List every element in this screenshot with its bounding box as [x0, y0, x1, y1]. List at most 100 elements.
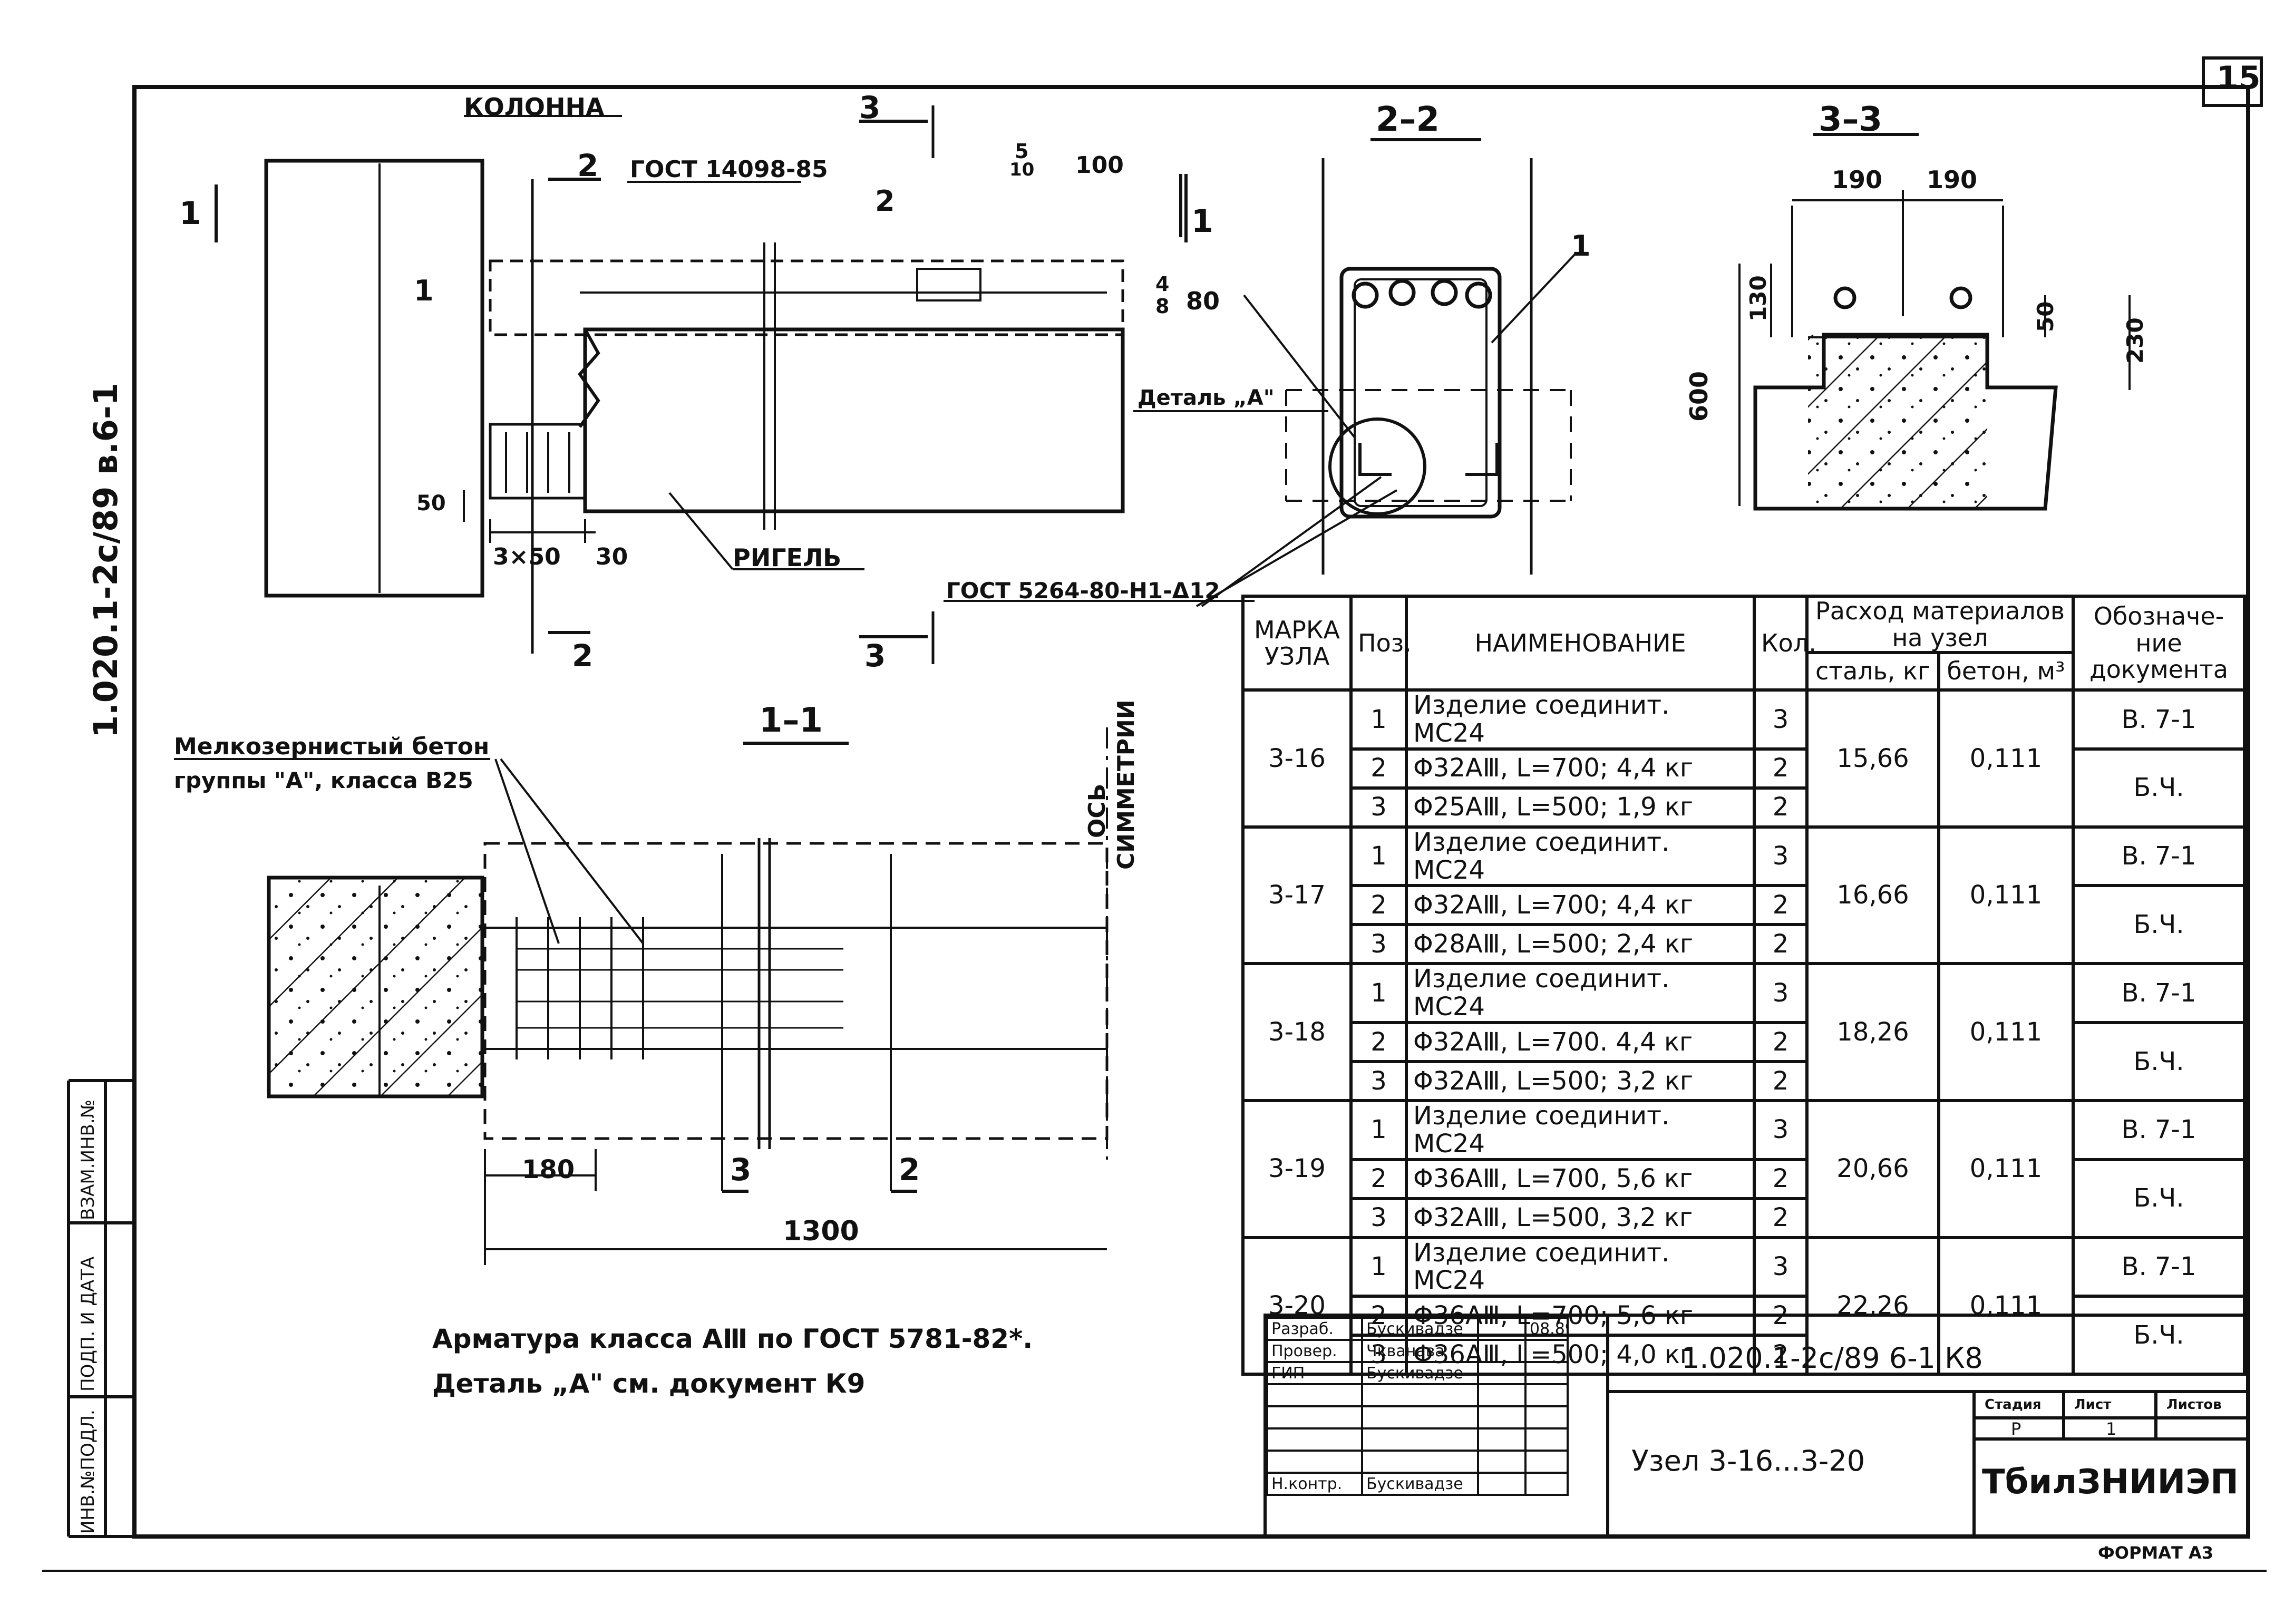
- signature-role: Н.контр.: [1266, 1472, 1363, 1496]
- signature-date: [1524, 1361, 1569, 1385]
- dim-600: 600: [1685, 371, 1713, 422]
- concrete-consumption: 0,111: [1937, 1098, 2075, 1239]
- dim-190-left: 190: [1832, 166, 1883, 194]
- item-name-cell: Φ32АⅢ, L=700; 4,4 кг: [1405, 747, 1756, 790]
- header-consumption: Расход материалов на узел: [1805, 594, 2075, 655]
- drawing-title: Узел 3-16...3-20: [1631, 1444, 1865, 1477]
- quantity-cell: 3: [1753, 688, 1809, 751]
- elevation-view: [215, 105, 1255, 664]
- cut-mark-1-left: 1: [179, 195, 201, 232]
- position-cell: 2: [1349, 747, 1408, 790]
- signature-role: [1266, 1450, 1363, 1474]
- item-name-cell: Φ25АⅢ, L=500; 1,9 кг: [1405, 786, 1756, 829]
- position-cell: 2: [1349, 884, 1408, 927]
- sheet-frame: [42, 56, 2267, 1572]
- signature-name: [1361, 1405, 1479, 1429]
- steel-consumption: 15,66: [1805, 688, 1940, 829]
- document-reference: Б.Ч.: [2072, 1295, 2246, 1376]
- signature-name: Чкванава: [1361, 1339, 1479, 1363]
- dim-50-section: 50: [2033, 301, 2058, 332]
- stage-value: Р: [2011, 1419, 2021, 1439]
- header-concrete: бетон, м³: [1937, 651, 2075, 692]
- note-detail-reference: Деталь „А" см. документ К9: [432, 1368, 866, 1399]
- item-name-cell: Φ32АⅢ, L=700; 4,4 кг: [1405, 884, 1756, 927]
- signature-role: [1266, 1427, 1363, 1452]
- quantity-cell: 3: [1753, 1098, 1809, 1161]
- section-3-3: [1738, 133, 2131, 511]
- concrete-consumption: 0,111: [1937, 825, 2075, 966]
- signature-date: [1524, 1383, 1569, 1407]
- position-cell: 3: [1349, 1197, 1408, 1239]
- weld-top-len: 100: [1075, 152, 1124, 179]
- unit-mark: 3-18: [1241, 962, 1353, 1102]
- item-name-cell: Изделие соединит. МС24: [1405, 688, 1756, 751]
- side-stamp-sign-date: ПОДП. И ДАТА: [77, 1256, 99, 1392]
- concrete-consumption: 0,111: [1937, 962, 2075, 1102]
- weld-side-den: 8: [1155, 295, 1170, 318]
- signature-row: [1266, 1450, 1569, 1474]
- signature-name: Бускивадзе: [1361, 1472, 1479, 1496]
- signature-mark: [1477, 1405, 1527, 1429]
- signature-mark: [1477, 1339, 1527, 1363]
- item-name-cell: Φ32АⅢ, L=700. 4,4 кг: [1405, 1020, 1756, 1063]
- cut-mark-3-top: 3: [859, 90, 881, 125]
- signature-mark: [1477, 1383, 1527, 1407]
- position-1-section: 1: [1571, 229, 1591, 262]
- document-reference: Б.Ч.: [2072, 884, 2246, 966]
- signature-date: [1524, 1450, 1569, 1474]
- side-code: 1.020.1-2с/89 в.6-1: [86, 383, 125, 738]
- signature-row: [1266, 1383, 1569, 1407]
- cut-mark-2-plan: 2: [899, 1152, 920, 1188]
- sheet-label: Лист: [2074, 1397, 2112, 1413]
- weld-top-num: 5: [1015, 140, 1029, 163]
- item-name-cell: Изделие соединит. МС24: [1405, 1098, 1756, 1161]
- stage-label: Стадия: [1985, 1397, 2042, 1413]
- item-name-cell: Φ36АⅢ, L=700; 5,6 кг: [1405, 1295, 1756, 1337]
- quantity-cell: 2: [1753, 1295, 1809, 1337]
- signature-role: Провер.: [1266, 1339, 1363, 1363]
- steel-consumption: 20,66: [1805, 1098, 1940, 1239]
- quantity-cell: 3: [1753, 962, 1809, 1024]
- section-title-2-2: 2–2: [1376, 100, 1440, 139]
- signature-role: ГИП: [1266, 1361, 1363, 1385]
- detail-reference: Деталь „А": [1138, 386, 1275, 410]
- signature-role: Разраб.: [1266, 1317, 1363, 1341]
- signature-name: [1361, 1427, 1479, 1452]
- signature-mark: [1477, 1450, 1527, 1474]
- position-cell: 1: [1349, 1236, 1408, 1298]
- signature-role: [1266, 1383, 1363, 1407]
- side-stamp-replaces-inv: ВЗАМ.ИНВ.№: [77, 1099, 99, 1220]
- section-1-1: [174, 727, 1109, 1265]
- document-designation: 1.020.1-2с/89 6-1 К8: [1681, 1341, 1983, 1375]
- document-reference: В. 7-1: [2072, 962, 2246, 1024]
- steel-consumption: 18,26: [1805, 962, 1940, 1102]
- signature-role: [1266, 1405, 1363, 1429]
- section-2-2: [1133, 138, 1577, 607]
- document-reference: В. 7-1: [2072, 1098, 2246, 1161]
- signature-name: Бускивадзе: [1361, 1361, 1479, 1385]
- header-pos: Поз.: [1349, 594, 1412, 692]
- document-reference: Б.Ч.: [2072, 1158, 2246, 1239]
- signature-date: [1524, 1472, 1569, 1496]
- dim-130: 130: [1745, 275, 1771, 322]
- cut-mark-2-top: 2: [577, 148, 599, 183]
- note-rebar-class: Арматура класса АⅢ по ГОСТ 5781-82*.: [432, 1324, 1033, 1354]
- quantity-cell: 2: [1753, 786, 1809, 829]
- quantity-cell: 3: [1753, 1236, 1809, 1298]
- cut-mark-1-right: 1: [1191, 203, 1213, 240]
- unit-mark: 3-17: [1241, 825, 1353, 966]
- position-cell: 1: [1349, 1098, 1408, 1161]
- quantity-cell: 2: [1753, 1020, 1809, 1063]
- item-name-cell: Изделие соединит. МС24: [1405, 962, 1756, 1024]
- dim-180: 180: [522, 1155, 575, 1184]
- weld-side-num: 4: [1155, 273, 1170, 296]
- column-label: КОЛОННА: [464, 93, 605, 121]
- position-1-elevation: 1: [414, 274, 434, 307]
- concrete-consumption: 0,111: [1937, 1236, 2075, 1376]
